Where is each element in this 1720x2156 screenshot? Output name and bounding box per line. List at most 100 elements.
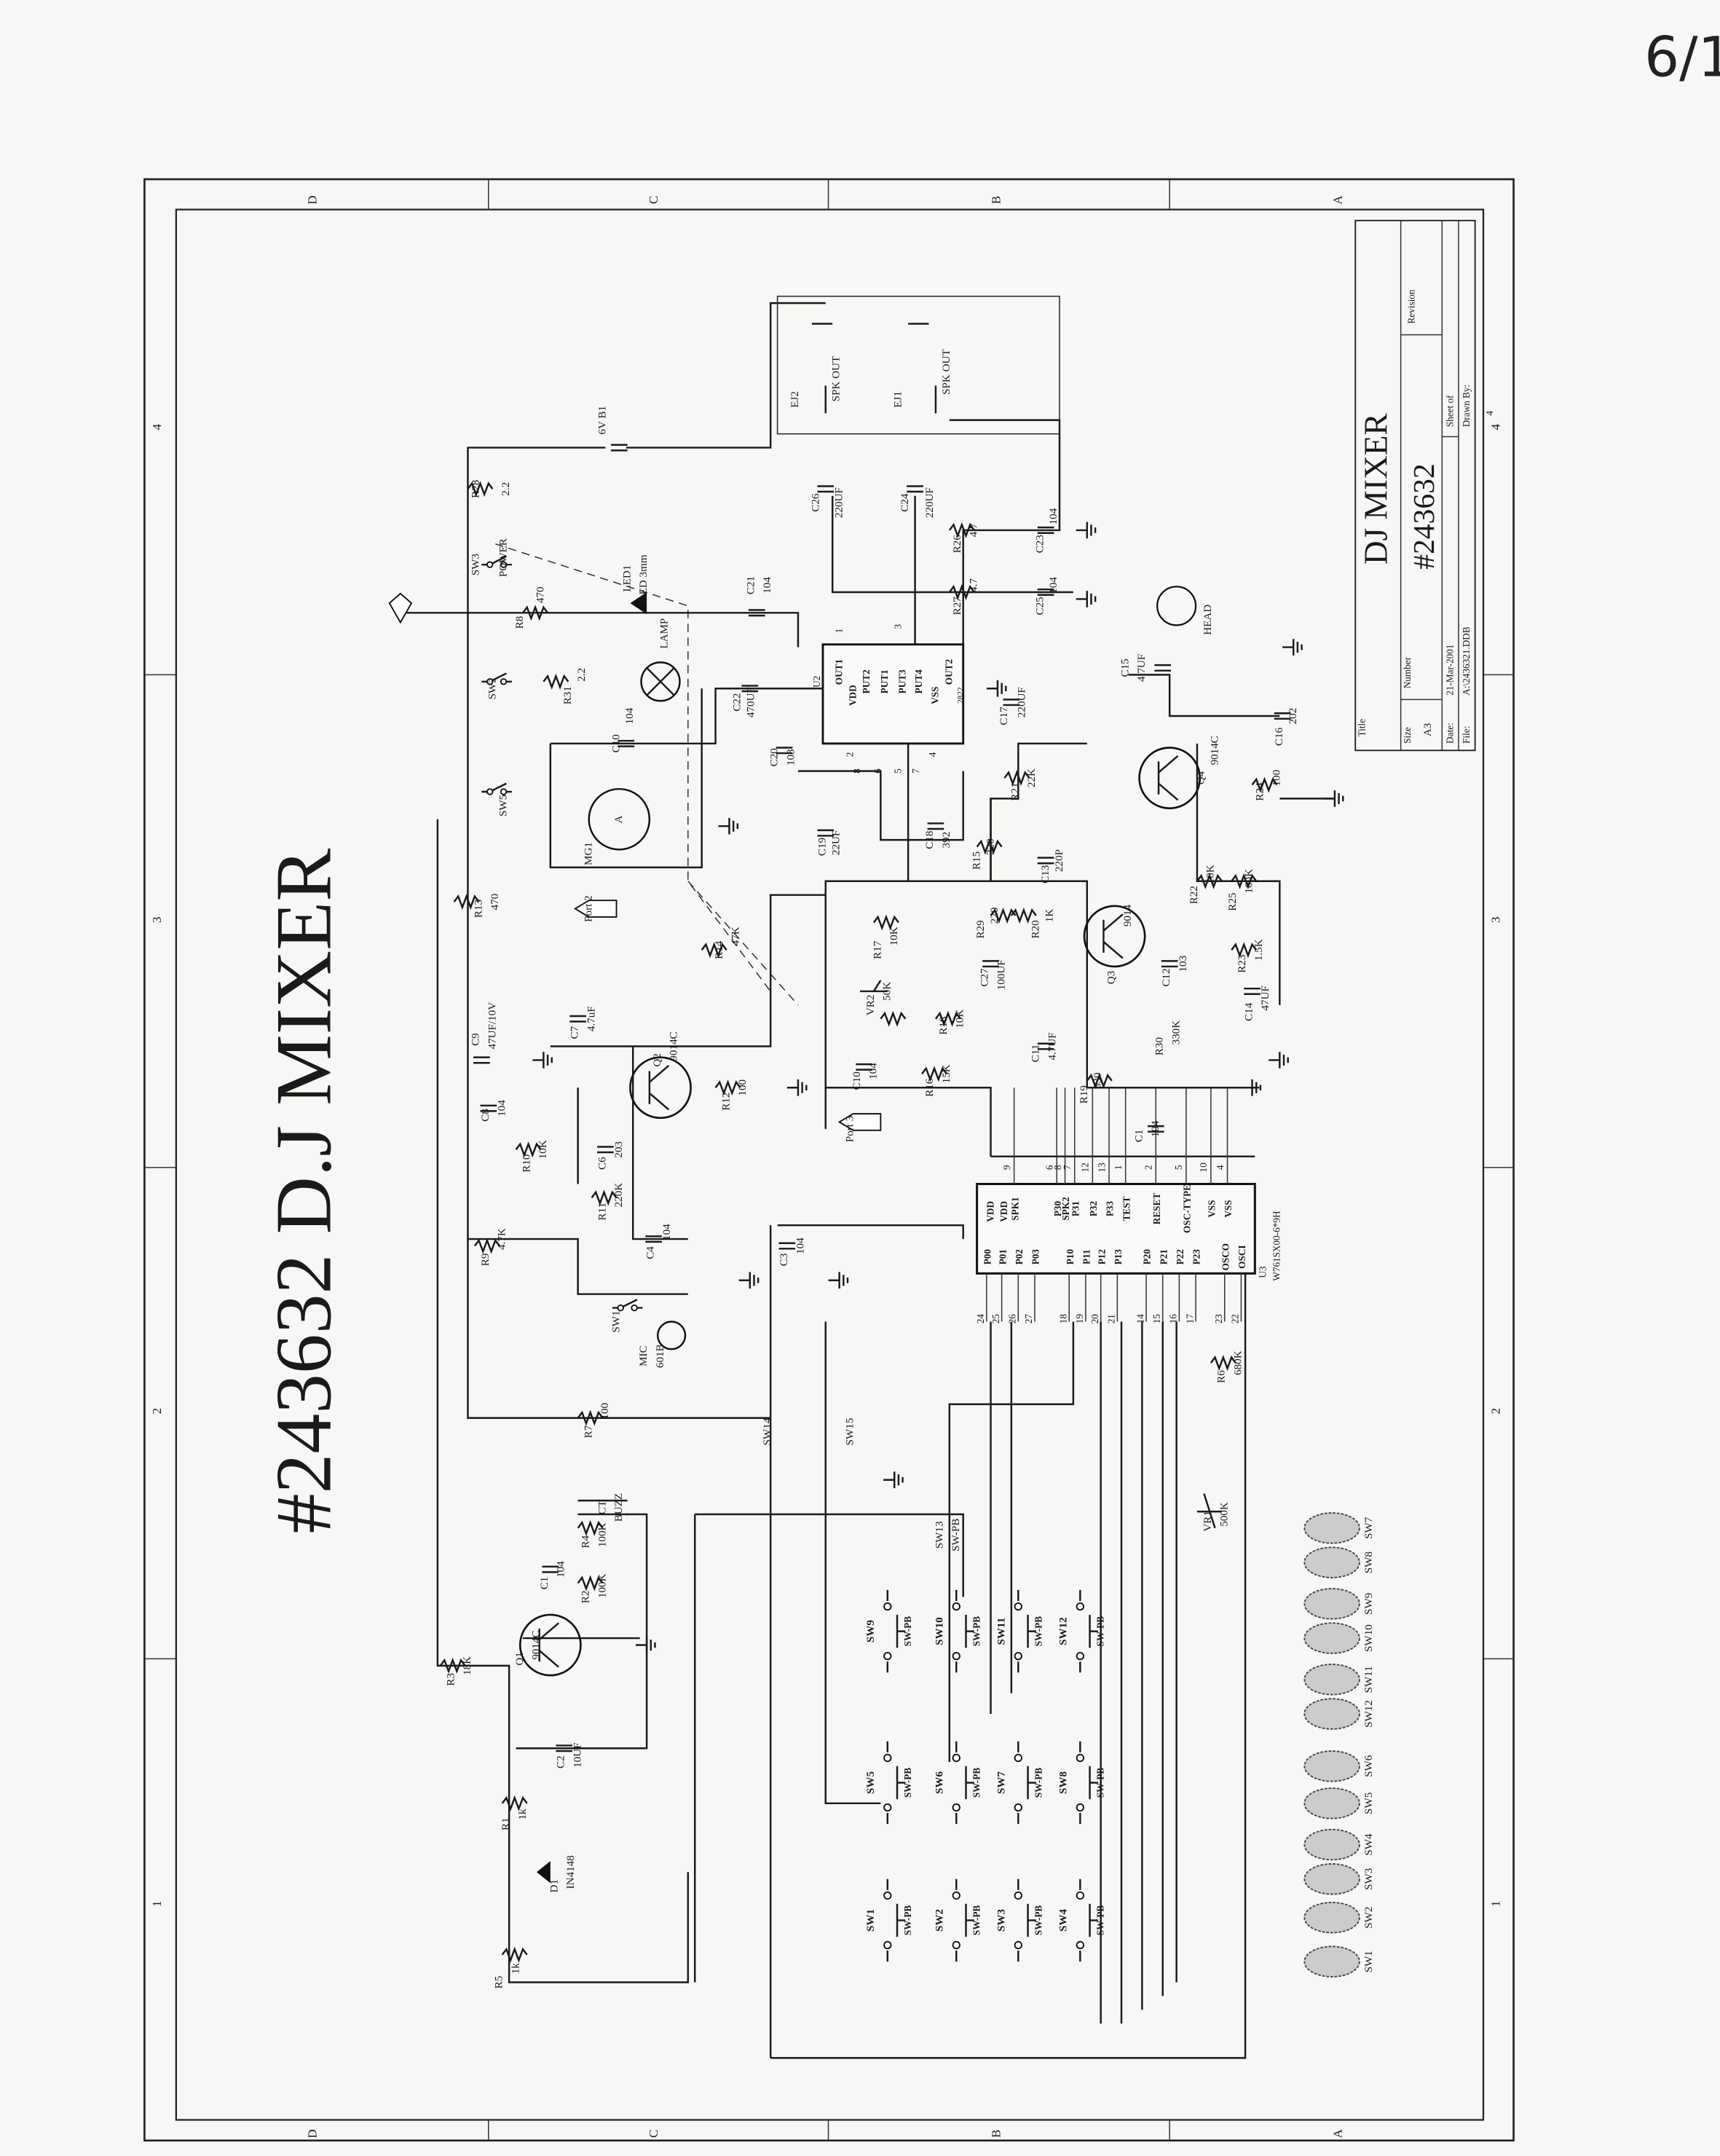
ic-pin-p30: P30 xyxy=(1052,1200,1063,1216)
switch-contact xyxy=(486,678,494,685)
wire xyxy=(824,742,1087,1129)
label-spk2: SPK OUT xyxy=(831,356,843,402)
capacitor-symbol xyxy=(1037,1042,1054,1050)
zone-letter-top: D xyxy=(306,195,320,204)
label-r6: R6 xyxy=(1216,1370,1228,1383)
ic-pin-number: 23 xyxy=(1213,1314,1224,1324)
label-c13v: 220P xyxy=(1054,849,1065,872)
pushbutton-contact xyxy=(952,1753,960,1763)
ic-pin-p02: P02 xyxy=(1014,1249,1025,1265)
label-r24: R24 xyxy=(1255,782,1266,801)
ic-u2-part: 2822 xyxy=(957,687,966,704)
resistor-symbol xyxy=(1231,942,1258,959)
zone-letter-bottom: C xyxy=(647,2130,660,2138)
button-layout-label: SW9 xyxy=(1363,1593,1375,1615)
keypad-switch-type: SW-PB xyxy=(902,1905,913,1936)
label-r11: R11 xyxy=(596,1203,608,1221)
ic-pin-number: 12 xyxy=(1080,1162,1091,1172)
ground-icon xyxy=(1282,639,1303,656)
microphone-icon xyxy=(657,1321,687,1350)
label-c22: C22 xyxy=(732,693,743,712)
buzzer-symbol xyxy=(577,1499,628,1516)
ground-icon xyxy=(1241,1079,1262,1096)
pushbutton-contact xyxy=(1014,1940,1022,1950)
label-swpb: SW-PB xyxy=(950,1519,962,1551)
label-r26v: 4.7 xyxy=(969,523,980,537)
label-r9v: 4.7K xyxy=(496,1228,508,1250)
label-c1: C1 xyxy=(539,1577,551,1590)
ic-u2-ref: U2 xyxy=(811,676,822,688)
potentiometer-vr1 xyxy=(1196,1493,1222,1529)
capacitor-symbol xyxy=(856,1063,873,1071)
zone-ticks xyxy=(144,179,1514,2141)
transistor-symbol xyxy=(1138,747,1202,809)
ic-u2-pin-number: 1 xyxy=(833,629,844,634)
resistor-symbol xyxy=(880,1010,907,1027)
ic-pin-number: 22 xyxy=(1230,1314,1241,1323)
capacitor-symbol xyxy=(556,1744,573,1752)
led-diode-icon xyxy=(630,591,647,615)
keypad-switch-2: SW2 xyxy=(934,1909,945,1932)
size-value: A3 xyxy=(1422,723,1434,736)
wire xyxy=(1100,1321,1177,2024)
speaker-jack-symbols xyxy=(811,323,937,414)
label-j1: EJ1 xyxy=(893,391,904,408)
sheet-title: #243632 D.J MIXER xyxy=(259,849,348,1534)
label-c10b: C10 xyxy=(851,1071,863,1090)
pushbutton-contact xyxy=(952,1940,960,1950)
capacitor-symbol xyxy=(480,1104,497,1112)
label-c27: C27 xyxy=(979,968,991,987)
keypad-switch-1: SW1 xyxy=(865,1909,877,1932)
switch-symbol xyxy=(481,782,512,793)
label-r27: R27 xyxy=(952,597,963,615)
ic-pin-number: 7 xyxy=(1062,1165,1073,1170)
resistor-symbol xyxy=(1231,873,1258,889)
label-r30v: 330K xyxy=(1170,1020,1182,1045)
pushbutton-symbol xyxy=(955,1589,974,1673)
pushbutton-contact xyxy=(1076,1803,1085,1812)
label-c6: C6 xyxy=(596,1157,608,1170)
label-q3: Q3 xyxy=(1106,971,1118,984)
wire xyxy=(797,770,964,841)
capacitor-symbol xyxy=(741,685,759,693)
label-power: POWER xyxy=(497,538,509,577)
button-layout-label: SW8 xyxy=(1363,1551,1375,1573)
pushbutton-contact xyxy=(1014,1753,1022,1763)
button-layout-label: SW5 xyxy=(1363,1793,1375,1814)
ic-pin-p21: P21 xyxy=(1158,1249,1169,1264)
capacitor-symbol xyxy=(907,485,923,493)
ganged-switch-link xyxy=(495,543,799,1006)
components xyxy=(388,295,1344,1963)
ic-pin-number: 19 xyxy=(1074,1314,1085,1324)
button-oval xyxy=(1303,1945,1360,1978)
label-r10v: 10K xyxy=(537,1140,549,1159)
label-lamp: LAMP xyxy=(658,618,670,649)
ic-u2-pin: PUT1 xyxy=(879,669,890,693)
zone-number-right: 4 xyxy=(1489,423,1503,430)
keypad-switch-type: SW-PB xyxy=(971,1905,982,1936)
ic-pin-p00: P00 xyxy=(982,1249,993,1265)
label-r20v: 1K xyxy=(1044,909,1056,923)
label-q4v: 9014C xyxy=(1209,736,1220,765)
resistor-symbol xyxy=(714,1079,741,1096)
label-r28v: 2.2 xyxy=(500,482,512,496)
drawn-by-label: Drawn By: xyxy=(1461,385,1472,427)
ic-pin-osco: OSCO xyxy=(1220,1243,1231,1270)
label-r29: R29 xyxy=(975,920,987,938)
label-r12v: 100 xyxy=(737,1079,749,1096)
label-c1b: C1 xyxy=(1133,1130,1145,1143)
ic-u2-pin: PUT4 xyxy=(913,669,924,693)
label-c6v: 203 xyxy=(613,1141,625,1158)
keypad-switch-3: SW3 xyxy=(995,1908,1007,1932)
label-c11v: 4.7UF xyxy=(1046,1032,1058,1060)
pushbutton-symbol xyxy=(886,1741,906,1825)
label-c14v: 47UF xyxy=(1260,985,1271,1010)
capacitor-symbol xyxy=(982,960,999,968)
ic-pin-number: 9 xyxy=(1001,1165,1012,1170)
button-oval xyxy=(1303,1588,1360,1620)
resistor-symbol xyxy=(515,1141,542,1158)
wire xyxy=(468,1087,688,1295)
resistor-symbol xyxy=(577,1575,604,1592)
capacitor-symbol xyxy=(1037,588,1054,596)
ic-pin-number: 5 xyxy=(1173,1165,1184,1170)
